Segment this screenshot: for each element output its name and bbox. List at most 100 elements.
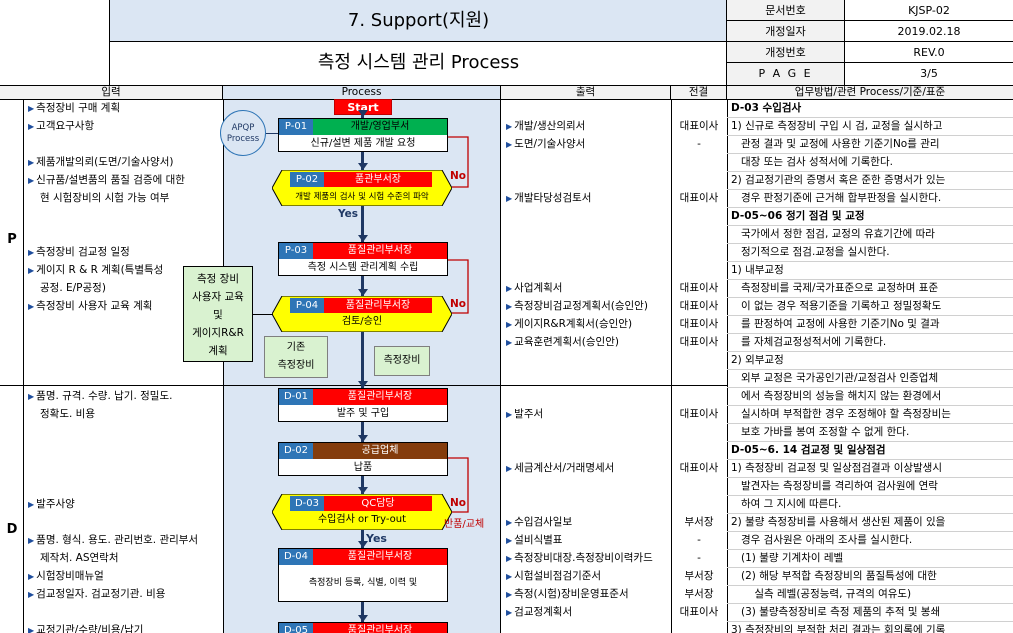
input-item: 공정. E/P공정) xyxy=(40,282,106,294)
approval-cell: 대표이사 xyxy=(679,318,719,330)
output-item: ▶게이지R&R계획서(승인안) xyxy=(506,318,633,330)
method-line: 경우 판정기준에 근거해 합부판정을 실시한다. xyxy=(731,192,942,204)
method-heading: D-03 수입검사 xyxy=(731,102,802,114)
method-heading: D-05~06 정기 점검 및 교정 xyxy=(731,210,865,222)
meta-label: 개정번호 xyxy=(727,42,845,63)
input-item: ▶검교정일자. 검교정기관. 비용 xyxy=(28,588,166,600)
method-line: 에서 측정장비의 성능을 해치지 않는 환경에서 xyxy=(731,390,942,402)
approval-cell: 부서장 xyxy=(684,588,714,600)
chapter-title: 7. Support(지원) xyxy=(347,10,490,31)
meta-value: REV.0 xyxy=(845,42,1013,63)
output-item: ▶수입검사일보 xyxy=(506,516,573,528)
process-title: 측정 시스템 관리 Process xyxy=(317,52,520,73)
approval-cell: - xyxy=(697,138,701,150)
output-item: ▶측정장비대장.측정장비이력카드 xyxy=(506,552,653,564)
approval-cell: 대표이사 xyxy=(679,408,719,420)
meta-label: 문서번호 xyxy=(727,0,845,21)
method-line: 대장 또는 검사 성적서에 기록한다. xyxy=(731,156,893,168)
method-line: (2) 해당 부적합 측정장비의 품질특성에 대한 xyxy=(731,570,937,582)
method-line: 보호 가바를 봉여 조정할 수 없게 한다. xyxy=(731,426,910,438)
input-item: ▶제품개발의뢰(도면/기술사양서) xyxy=(28,156,174,168)
output-item: ▶검교정계획서 xyxy=(506,606,573,618)
output-item: ▶설비식별표 xyxy=(506,534,563,546)
output-item: ▶개발/생산의뢰서 xyxy=(506,120,586,132)
input-item: ▶신규품/설변품의 품질 검증에 대한 xyxy=(28,174,185,186)
input-item: ▶고객요구사항 xyxy=(28,120,95,132)
output-item: ▶사업계획서 xyxy=(506,282,563,294)
step-p04[interactable]: P-04 품질관리부서장 검토/승인 xyxy=(272,296,452,332)
input-item: ▶측정장비 검교정 일정 xyxy=(28,246,130,258)
phase-d-label: D xyxy=(6,522,18,537)
method-heading: D-05~6. 14 검교정 및 일상점검 xyxy=(731,444,886,456)
input-item: ▶품명. 형식. 용도. 관리번호. 관리부서 xyxy=(28,534,199,546)
no-label: No xyxy=(450,497,467,509)
method-line: 외부 교정은 국가공인기관/교정검사 인증업체 xyxy=(731,372,939,384)
approval-cell: 대표이사 xyxy=(679,300,719,312)
step-d05[interactable]: D-05 품질관리부서장 xyxy=(278,622,448,633)
output-item: ▶측정(시험)장비운영표준서 xyxy=(506,588,629,600)
callout-existing: 기존 측정장비 xyxy=(264,336,328,378)
step-p01[interactable]: P-01 개발/영업부서 신규/설변 제품 개발 요청 xyxy=(278,118,448,152)
output-item: ▶교육훈련계획서(승인안) xyxy=(506,336,619,348)
step-d01[interactable]: D-01 품질관리부서장 발주 및 구입 xyxy=(278,388,448,422)
method-line: 1) 내부교정 xyxy=(731,264,784,276)
method-line: 측정장비를 국제/국가표준으로 교정하며 표준 xyxy=(731,282,939,294)
input-item: ▶게이지 R & R 계획(특별특성 xyxy=(28,264,164,276)
col-method-header: 업무방법/관련 Process/기준/표준 xyxy=(727,86,1013,100)
callout-new: 측정장비 xyxy=(374,346,430,376)
phase-p-label: P xyxy=(7,232,17,247)
input-item: 정확도. 비용 xyxy=(40,408,95,420)
input-item: 현 시험장비의 시험 가능 여부 xyxy=(40,192,170,204)
method-line: (1) 불량 기계차이 레벨 xyxy=(731,552,844,564)
approval-cell: - xyxy=(697,552,701,564)
meta-label: 개정일자 xyxy=(727,21,845,42)
method-line: 경우 검사원은 아래의 조사를 실시한다. xyxy=(731,534,913,546)
input-item: 제작처. AS연락처 xyxy=(40,552,119,564)
step-p02[interactable]: P-02 품관부서장 개발 제품의 검사 및 시험 수준의 파악 xyxy=(272,170,452,206)
col-input-header: 입력 xyxy=(0,86,223,100)
apqp-circle: APQP Process xyxy=(220,110,266,156)
input-item: ▶측정장비 구매 계획 xyxy=(28,102,121,114)
method-line: 1) 신규로 측정장비 구입 시 검, 교정을 실시하고 xyxy=(731,120,943,132)
input-item: ▶시험장비매뉴얼 xyxy=(28,570,104,582)
approval-cell: 대표이사 xyxy=(679,120,719,132)
step-d04[interactable]: D-04 품질관리부서장 측정장비 등록, 식별, 이력 및 xyxy=(278,548,448,602)
step-p03[interactable]: P-03 품질관리부서장 측정 시스템 관리계획 수립 xyxy=(278,242,448,276)
return-label: 반품/교체 xyxy=(444,519,485,530)
col-process-header: Process xyxy=(223,86,501,100)
method-line: 1) 측정장비 검교정 및 일상점검결과 이상발생시 xyxy=(731,462,943,474)
input-item: ▶측정장비 사용자 교육 계획 xyxy=(28,300,153,312)
approval-cell: 대표이사 xyxy=(679,336,719,348)
yes-label: Yes xyxy=(338,208,359,220)
method-line: 국가에서 정한 점검, 교정의 유효기간에 따라 xyxy=(731,228,935,240)
input-item: ▶교정기관/수량/비용/납기 xyxy=(28,624,144,633)
meta-value: 2019.02.18 xyxy=(845,21,1013,42)
col-output-header: 출력 xyxy=(501,86,671,100)
method-line: 실측 레벨(공정능력, 규격의 여유도) xyxy=(731,588,912,600)
approval-cell: 부서장 xyxy=(684,516,714,528)
no-label: No xyxy=(450,170,467,182)
step-d03[interactable]: D-03 QC담당 수입검사 or Try-out xyxy=(272,494,452,530)
output-item: ▶발주서 xyxy=(506,408,544,420)
education-plan-box: 측정 장비 사용자 교육 및 게이지R&R 계획 xyxy=(183,266,253,362)
method-line: 3) 측정장비의 부적합 처리 결과는 회의록에 기록 xyxy=(731,624,946,633)
approval-cell: 대표이사 xyxy=(679,606,719,618)
meta-label: P A G E xyxy=(727,63,845,86)
method-line: 2) 불량 측정장비를 사용해서 생산된 제품이 있을 xyxy=(731,516,946,528)
method-line: 발견자는 측정장비를 격리하여 검사원에 연락 xyxy=(731,480,938,492)
approval-cell: 대표이사 xyxy=(679,192,719,204)
input-item: ▶발주사양 xyxy=(28,498,75,510)
output-item: ▶도면/기술사양서 xyxy=(506,138,586,150)
method-line: 2) 검교정기관의 증명서 혹은 준한 증명서가 있는 xyxy=(731,174,946,186)
meta-value: KJSP-02 xyxy=(845,0,1013,21)
method-line: (3) 불량측정장비로 측정 제품의 추적 및 봉쇄 xyxy=(731,606,941,618)
output-item: ▶측정장비검교정계획서(승인안) xyxy=(506,300,648,312)
approval-cell: 대표이사 xyxy=(679,282,719,294)
step-d02[interactable]: D-02 공급업체 납품 xyxy=(278,442,448,476)
method-line: 2) 외부교정 xyxy=(731,354,784,366)
approval-cell: - xyxy=(697,534,701,546)
input-item: ▶품명. 규격. 수량. 납기. 정밀도. xyxy=(28,390,173,402)
method-line: 실시하며 부적합한 경우 조정해야 할 측정장비는 xyxy=(731,408,951,420)
method-line: 를 판정하여 교정에 사용한 기준기No 및 결과 xyxy=(731,318,940,330)
output-item: ▶세금계산서/거래명세서 xyxy=(506,462,615,474)
